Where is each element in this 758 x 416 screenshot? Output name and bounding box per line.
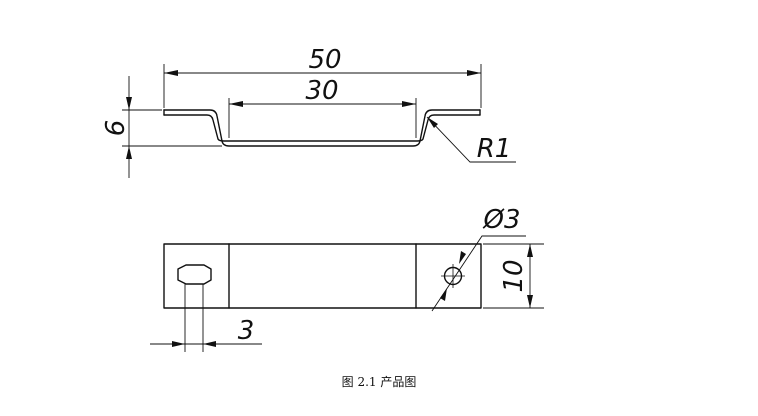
dimension-overall-length: 50 bbox=[163, 45, 482, 108]
side-profile-outer bbox=[163, 109, 481, 147]
figure-caption: 图 2.1 产品图 bbox=[341, 375, 417, 389]
dimension-30-label: 30 bbox=[305, 76, 338, 106]
dimension-hole-diameter: Ø3 bbox=[431, 205, 526, 312]
dimension-50-label: 50 bbox=[308, 45, 341, 75]
dimension-diameter-label: Ø3 bbox=[482, 205, 520, 235]
dimension-r1-label: R1 bbox=[477, 134, 512, 164]
dimension-width: 10 bbox=[483, 243, 544, 309]
side-profile-inner bbox=[163, 114, 481, 142]
side-view: 50 30 6 R1 bbox=[101, 45, 516, 178]
slot bbox=[177, 264, 212, 285]
top-view-outline bbox=[163, 243, 482, 309]
dimension-slot-3-label: 3 bbox=[238, 316, 255, 346]
dimension-height: 6 bbox=[101, 76, 222, 178]
dimension-slot-width: 3 bbox=[150, 316, 262, 347]
dimension-10-label: 10 bbox=[499, 259, 529, 292]
top-view: 3 Ø3 10 bbox=[150, 205, 544, 352]
dimension-6-label: 6 bbox=[101, 120, 131, 137]
dimension-inner-length: 30 bbox=[228, 76, 417, 138]
dimension-bend-radius: R1 bbox=[426, 116, 516, 164]
